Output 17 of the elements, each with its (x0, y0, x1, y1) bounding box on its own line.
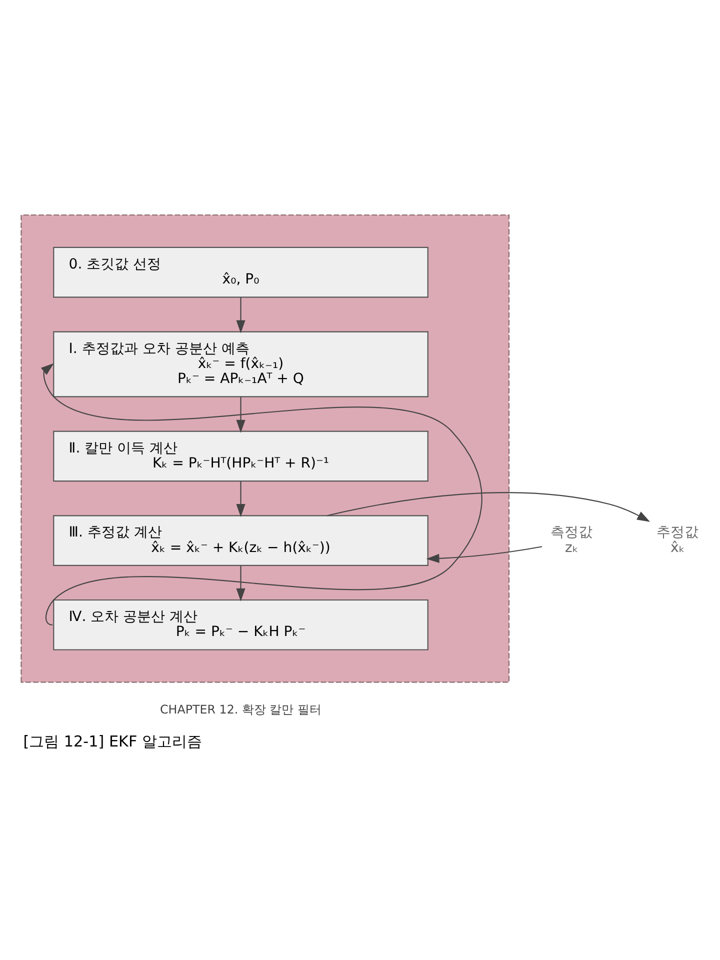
node-box: Ⅱ. 칼만 이득 계산 Kₖ = Pₖ⁻Hᵀ(HPₖ⁻Hᵀ + R)⁻¹ (53, 430, 428, 482)
cluster (20, 214, 510, 682)
node-box: Ⅳ. 오차 공분산 계산 Pₖ = Pₖ⁻ − KₖH Pₖ⁻ (53, 598, 428, 650)
arrow (236, 565, 246, 601)
arrow (236, 296, 246, 333)
node-text: 추정값 x̂ₖ (656, 524, 699, 556)
label: CHAPTER 12. 확장 칼만 필터 (160, 702, 322, 716)
node-text: 측정값 zₖ (550, 524, 593, 556)
arrow (40, 362, 482, 625)
node-box: Ⅰ. 추정값과 오차 공분산 예측 x̂ₖ⁻ = f(x̂ₖ₋₁) Pₖ⁻ = APₖ₋₁Aᵀ + Q (53, 330, 428, 397)
node-box: Ⅲ. 추정값 계산 x̂ₖ = x̂ₖ⁻ + Kₖ(zₖ − h(x̂ₖ⁻)) (53, 514, 428, 566)
arrow (236, 480, 246, 517)
arrow (327, 492, 650, 522)
node-box: 0. 초깃값 선정 x̂₀, P₀ (53, 246, 428, 298)
arrow (236, 396, 246, 432)
arrow (426, 546, 542, 562)
caption: [그림 12-1] EKF 알고리즘 (23, 732, 202, 750)
